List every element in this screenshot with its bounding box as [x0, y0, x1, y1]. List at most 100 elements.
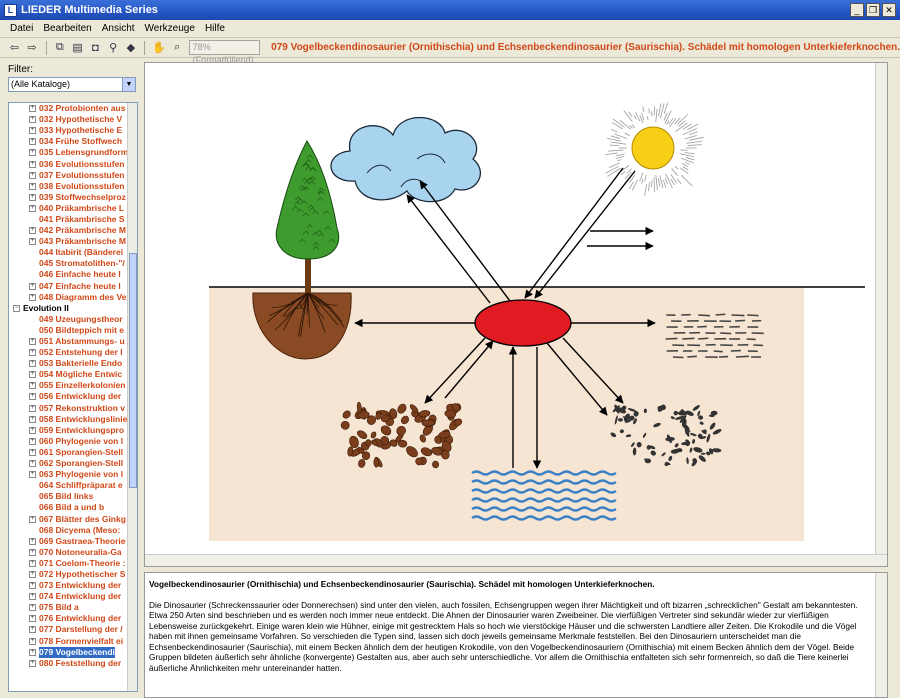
zoom-icon[interactable]: ⌕	[174, 41, 181, 53]
expand-icon[interactable]: +	[29, 371, 36, 379]
menu-ansicht[interactable]: Ansicht	[101, 23, 135, 34]
tree-item[interactable]: +070 Notoneuralia-Ga	[9, 547, 137, 558]
expand-icon[interactable]: +	[29, 338, 36, 346]
expand-icon[interactable]: +	[29, 360, 36, 368]
tree-item[interactable]: 045 Stromatolithen-"/	[9, 258, 137, 269]
tree-item[interactable]: +072 Hypothetischer S	[9, 569, 137, 580]
expand-icon[interactable]: +	[29, 393, 36, 401]
expand-icon[interactable]: +	[29, 238, 36, 246]
expand-icon[interactable]: +	[29, 105, 36, 113]
tree-item[interactable]: +038 Evolutionsstufen	[9, 181, 137, 192]
expand-icon[interactable]: +	[29, 382, 36, 390]
tree-item[interactable]: +042 Präkambrische M	[9, 225, 137, 236]
menu-datei[interactable]: Datei	[10, 23, 34, 34]
hand-pan-icon[interactable]: ✋	[152, 42, 166, 54]
expand-icon[interactable]: +	[29, 460, 36, 468]
tree-item[interactable]: +037 Evolutionsstufen	[9, 170, 137, 181]
close-icon[interactable]: ✕	[882, 3, 896, 17]
tree-item[interactable]: +053 Bakterielle Endo	[9, 358, 137, 369]
expand-icon[interactable]: +	[29, 282, 36, 290]
tree-item[interactable]: +075 Bild a	[9, 602, 137, 613]
tree-item[interactable]: +036 Evolutionsstufen	[9, 158, 137, 169]
fullscreen-icon[interactable]: ◘	[92, 41, 99, 54]
tree-item[interactable]: +076 Entwicklung der	[9, 613, 137, 624]
forward-arrow-icon[interactable]: ⇨	[27, 42, 37, 54]
expand-icon[interactable]: +	[29, 515, 36, 523]
expand-icon[interactable]: +	[29, 448, 36, 456]
restore-icon[interactable]: ❐	[866, 3, 880, 17]
print-icon[interactable]: ▤	[72, 42, 83, 54]
back-arrow-icon[interactable]: ⇦	[9, 42, 19, 54]
tree-item[interactable]: 066 Bild a und b	[9, 502, 137, 513]
tree-item[interactable]: +039 Stoffwechselproz	[9, 192, 137, 203]
tree-item[interactable]: 044 Itabirit (Bänderei	[9, 247, 137, 258]
tree-item[interactable]: +074 Entwicklung der	[9, 591, 137, 602]
expand-icon[interactable]: +	[29, 293, 36, 301]
expand-icon[interactable]: +	[29, 648, 36, 656]
description-scrollbar[interactable]	[875, 573, 887, 697]
expand-icon[interactable]: +	[29, 604, 36, 612]
expand-icon[interactable]: +	[29, 160, 36, 168]
tree-item[interactable]: −Evolution II	[9, 303, 137, 314]
collapse-icon[interactable]: −	[13, 304, 20, 312]
tree-item[interactable]: +060 Phylogenie von l	[9, 436, 137, 447]
minimize-icon[interactable]: _	[850, 3, 864, 17]
tree-item[interactable]: 046 Einfache heute l	[9, 269, 137, 280]
expand-icon[interactable]: +	[29, 559, 36, 567]
search-icon[interactable]: ⚲	[109, 42, 118, 54]
tree-item[interactable]: +058 Entwicklungslinie	[9, 414, 137, 425]
expand-icon[interactable]: +	[29, 637, 36, 645]
expand-icon[interactable]: +	[29, 204, 36, 212]
tree-item[interactable]: +054 Mögliche Entwic	[9, 369, 137, 380]
image-horizontal-scrollbar[interactable]	[145, 554, 887, 566]
tree-item[interactable]: +057 Rekonstruktion v	[9, 403, 137, 414]
menu-hilfe[interactable]: Hilfe	[204, 23, 225, 34]
expand-icon[interactable]: +	[29, 570, 36, 578]
expand-icon[interactable]: +	[29, 593, 36, 601]
menu-bearbeiten[interactable]: Bearbeiten	[43, 23, 92, 34]
expand-icon[interactable]: +	[29, 537, 36, 545]
zoom-level-field[interactable]: 78% (Formatfüllend)	[188, 40, 261, 65]
tree-item[interactable]: +073 Entwicklung der	[9, 580, 137, 591]
tree-item[interactable]: +051 Abstammungs- u	[9, 336, 137, 347]
expand-icon[interactable]: +	[29, 437, 36, 445]
tree-item[interactable]: +032 Protobionten aus	[9, 103, 137, 114]
tree-item[interactable]: 064 Schliffpräparat e	[9, 480, 137, 491]
expand-icon[interactable]: +	[29, 471, 36, 479]
tree-item[interactable]: +056 Entwicklung der	[9, 391, 137, 402]
tree-item[interactable]: +059 Entwicklungspro	[9, 425, 137, 436]
expand-icon[interactable]: +	[29, 171, 36, 179]
tree-item[interactable]: +078 Formenvielfalt ei	[9, 636, 137, 647]
tree-item[interactable]: +061 Sporangien-Stell	[9, 447, 137, 458]
expand-icon[interactable]: +	[29, 404, 36, 412]
tree-item[interactable]: +067 Blätter des Ginkg	[9, 513, 137, 524]
chevron-down-icon[interactable]: ▼	[122, 78, 135, 91]
tree-item[interactable]: +055 Einzellerkolonien	[9, 380, 137, 391]
tree-item[interactable]: +048 Diagramm des Ve	[9, 292, 137, 303]
tree-item[interactable]: +033 Hypothetische E	[9, 125, 137, 136]
tree-item[interactable]: +035 Lebensgrundform	[9, 147, 137, 158]
expand-icon[interactable]: +	[29, 182, 36, 190]
expand-icon[interactable]: +	[29, 149, 36, 157]
expand-icon[interactable]: +	[29, 127, 36, 135]
tree-item[interactable]: +063 Phylogenie von l	[9, 469, 137, 480]
expand-icon[interactable]: +	[29, 138, 36, 146]
tree-item[interactable]: +032 Hypothetische V	[9, 114, 137, 125]
filter-dropdown[interactable]: (Alle Kataloge) ▼	[8, 77, 136, 92]
tree-item[interactable]: 041 Präkambrische S	[9, 214, 137, 225]
expand-icon[interactable]: +	[29, 349, 36, 357]
tree-item[interactable]: +047 Einfache heute l	[9, 281, 137, 292]
expand-icon[interactable]: +	[29, 615, 36, 623]
expand-icon[interactable]: +	[29, 548, 36, 556]
tree-item[interactable]: +062 Sporangien-Stell	[9, 458, 137, 469]
expand-icon[interactable]: +	[29, 659, 36, 667]
expand-icon[interactable]: +	[29, 227, 36, 235]
tree-scrollbar[interactable]	[127, 103, 137, 691]
expand-icon[interactable]: +	[29, 415, 36, 423]
expand-icon[interactable]: +	[29, 426, 36, 434]
tree-item[interactable]: +080 Feststellung der	[9, 658, 137, 669]
expand-icon[interactable]: +	[29, 193, 36, 201]
tree-item-selected[interactable]: +079 Vogelbeckendi	[9, 646, 137, 658]
tree-item[interactable]: 065 Bild links	[9, 491, 137, 502]
tree-item[interactable]: +034 Frühe Stoffwech	[9, 136, 137, 147]
